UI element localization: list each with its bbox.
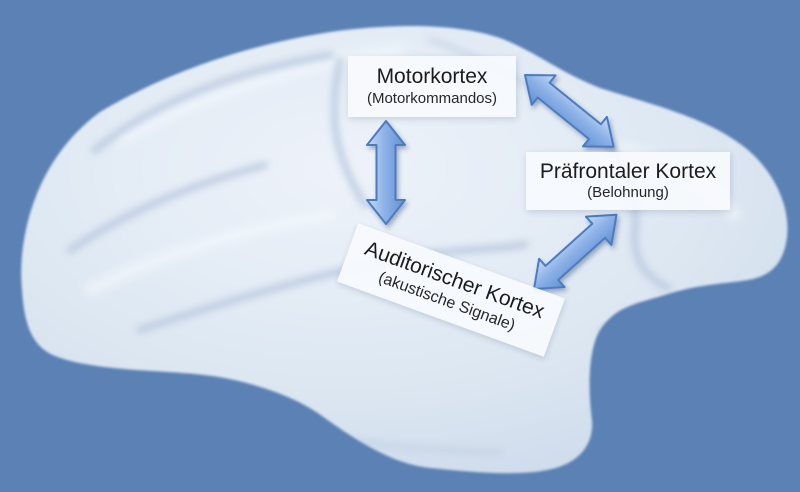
node-subtitle: (Belohnung) <box>587 184 669 202</box>
node-subtitle: (Motorkommandos) <box>366 89 498 107</box>
arrow-motorkortex-praefrontaler <box>524 74 615 148</box>
node-title: Motorkortex <box>376 65 488 89</box>
arrow-motorkortex-auditorischer <box>366 120 406 225</box>
connection-arrows <box>366 74 618 290</box>
node-title: Präfrontaler Kortex <box>539 159 717 183</box>
node-motorkortex: Motorkortex (Motorkommandos) <box>348 56 516 117</box>
arrow-praefrontaler-auditorischer <box>533 213 618 290</box>
node-praefrontaler-kortex: Präfrontaler Kortex (Belohnung) <box>526 152 730 210</box>
